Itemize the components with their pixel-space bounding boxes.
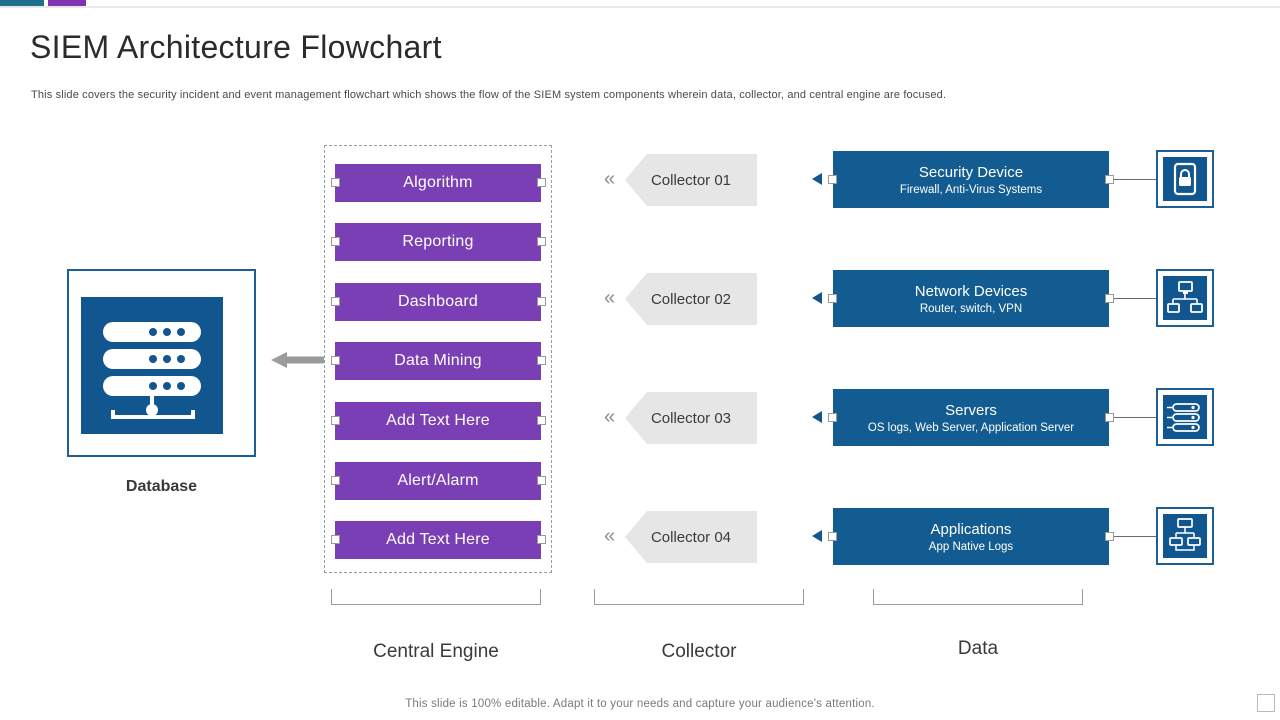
corner-marker bbox=[1257, 694, 1275, 712]
engine-item-label: Reporting bbox=[402, 233, 474, 250]
connector-line bbox=[1114, 417, 1156, 418]
data-item-subtitle: Firewall, Anti-Virus Systems bbox=[899, 183, 1043, 196]
engine-item-add-text-2[interactable]: Add Text Here bbox=[335, 521, 541, 559]
accent-bar-teal bbox=[0, 0, 44, 6]
chevron-left-icon: « bbox=[604, 525, 616, 547]
data-item-security-device[interactable]: Security Device Firewall, Anti-Virus Sys… bbox=[833, 151, 1109, 208]
connector-node-right bbox=[1105, 294, 1114, 303]
engine-item-algorithm[interactable]: Algorithm bbox=[335, 164, 541, 202]
database-card bbox=[67, 269, 256, 457]
bracket-central-engine bbox=[331, 589, 541, 605]
connector-node-left bbox=[331, 178, 340, 187]
footer-note: This slide is 100% editable. Adapt it to… bbox=[405, 698, 875, 710]
engine-item-label: Data Mining bbox=[394, 352, 482, 369]
connector-node-left bbox=[828, 532, 837, 541]
engine-item-data-mining[interactable]: Data Mining bbox=[335, 342, 541, 380]
collector-item-01[interactable]: Collector 01 bbox=[625, 154, 757, 206]
connector-node-right bbox=[537, 237, 546, 246]
arrow-data-to-collector-1 bbox=[812, 173, 822, 185]
connector-node-left bbox=[331, 476, 340, 485]
data-item-network-devices[interactable]: Network Devices Router, switch, VPN bbox=[833, 270, 1109, 327]
connector-node-left bbox=[331, 297, 340, 306]
page-title: SIEM Architecture Flowchart bbox=[30, 29, 442, 65]
data-item-title: Applications bbox=[930, 520, 1012, 538]
collector-item-02[interactable]: Collector 02 bbox=[625, 273, 757, 325]
collector-label: Collector 01 bbox=[650, 171, 732, 189]
collector-label: Collector 04 bbox=[650, 528, 732, 546]
connector-node-right bbox=[537, 178, 546, 187]
collector-item-04[interactable]: Collector 04 bbox=[625, 511, 757, 563]
collector-label: Collector 02 bbox=[650, 290, 732, 308]
group-label-central-engine: Central Engine bbox=[373, 641, 499, 662]
application-flow-glyph bbox=[1169, 518, 1201, 551]
engine-item-dashboard[interactable]: Dashboard bbox=[335, 283, 541, 321]
group-label-data: Data bbox=[957, 638, 999, 659]
engine-item-label: Add Text Here bbox=[386, 531, 490, 548]
database-label: Database bbox=[125, 478, 198, 495]
bracket-data bbox=[873, 589, 1083, 605]
bracket-collector bbox=[594, 589, 804, 605]
connector-node-right bbox=[1105, 532, 1114, 541]
connector-node-left bbox=[828, 175, 837, 184]
connector-node-left bbox=[828, 294, 837, 303]
connector-node-left bbox=[331, 535, 340, 544]
connector-node-right bbox=[537, 535, 546, 544]
connector-node-left bbox=[331, 237, 340, 246]
lock-device-glyph bbox=[1173, 162, 1197, 196]
data-item-title: Network Devices bbox=[914, 282, 1028, 300]
group-label-collector: Collector bbox=[661, 641, 737, 662]
connector-node-right bbox=[537, 297, 546, 306]
data-item-subtitle: OS logs, Web Server, Application Server bbox=[867, 421, 1075, 434]
engine-item-label: Dashboard bbox=[397, 293, 479, 310]
data-item-applications[interactable]: Applications App Native Logs bbox=[833, 508, 1109, 565]
connector-node-right bbox=[1105, 175, 1114, 184]
connector-line bbox=[1114, 298, 1156, 299]
database-server-icon bbox=[81, 297, 223, 434]
arrow-engine-to-database bbox=[271, 352, 331, 368]
connector-line bbox=[1114, 536, 1156, 537]
engine-item-label: Add Text Here bbox=[386, 412, 490, 429]
collector-item-03[interactable]: Collector 03 bbox=[625, 392, 757, 444]
connector-node-right bbox=[1105, 413, 1114, 422]
accent-bar-purple bbox=[48, 0, 86, 6]
collector-label: Collector 03 bbox=[650, 409, 732, 427]
connector-node-left bbox=[331, 356, 340, 365]
header-divider bbox=[0, 6, 1280, 8]
arrow-data-to-collector-4 bbox=[812, 530, 822, 542]
data-item-subtitle: Router, switch, VPN bbox=[919, 302, 1023, 315]
arrow-data-to-collector-3 bbox=[812, 411, 822, 423]
engine-item-reporting[interactable]: Reporting bbox=[335, 223, 541, 261]
connector-node-left bbox=[828, 413, 837, 422]
chevron-left-icon: « bbox=[604, 406, 616, 428]
connector-node-right bbox=[537, 356, 546, 365]
data-item-subtitle: App Native Logs bbox=[928, 540, 1014, 553]
page-subtitle: This slide covers the security incident … bbox=[31, 89, 947, 101]
server-rack-glyph bbox=[1167, 403, 1200, 432]
connector-node-right bbox=[537, 476, 546, 485]
chevron-left-icon: « bbox=[604, 168, 616, 190]
server-rack-icon bbox=[1156, 388, 1214, 446]
data-item-title: Servers bbox=[945, 401, 997, 419]
data-item-servers[interactable]: Servers OS logs, Web Server, Application… bbox=[833, 389, 1109, 446]
engine-item-label: Alert/Alarm bbox=[397, 472, 479, 489]
lock-device-icon bbox=[1156, 150, 1214, 208]
engine-item-label: Algorithm bbox=[403, 174, 473, 191]
network-devices-icon bbox=[1156, 269, 1214, 327]
engine-item-alert-alarm[interactable]: Alert/Alarm bbox=[335, 462, 541, 500]
engine-item-add-text-1[interactable]: Add Text Here bbox=[335, 402, 541, 440]
chevron-left-icon: « bbox=[604, 287, 616, 309]
connector-line bbox=[1114, 179, 1156, 180]
database-server-glyph bbox=[103, 322, 201, 419]
network-devices-glyph bbox=[1167, 281, 1203, 313]
data-item-title: Security Device bbox=[918, 163, 1024, 181]
connector-node-left bbox=[331, 416, 340, 425]
application-flow-icon bbox=[1156, 507, 1214, 565]
arrow-data-to-collector-2 bbox=[812, 292, 822, 304]
connector-node-right bbox=[537, 416, 546, 425]
